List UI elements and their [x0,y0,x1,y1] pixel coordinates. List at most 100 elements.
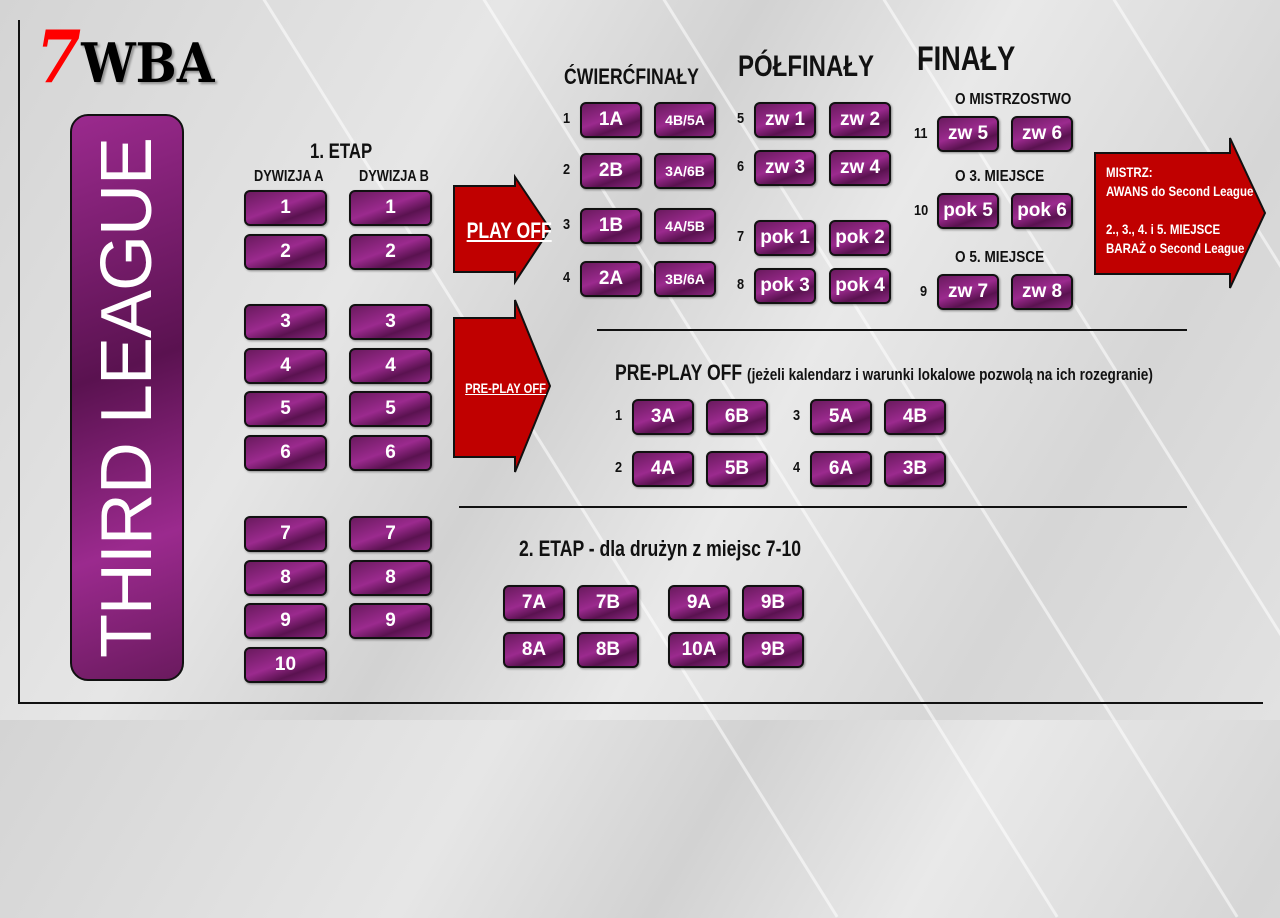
division-a-team: 8 [244,560,327,596]
division-a-team: 4 [244,348,327,384]
division-a-team: 2 [244,234,327,270]
play-off-arrow [453,173,552,286]
arrows-layer [453,137,1267,473]
final-away: zw 6 [1011,116,1073,152]
match-number: 1 [615,407,623,424]
final-away: pok 6 [1011,193,1073,229]
pre-play-off-title: PRE-PLAY OFF (jeżeli kalendarz i warunki… [615,360,1153,386]
division-a-label: DYWIZJA A [254,168,324,185]
match-number: 6 [737,158,745,175]
pre-play-off-away: 5B [706,451,768,487]
stage2-home: 10A [668,632,730,668]
result-line: AWANS do Second League [1106,183,1254,199]
quarterfinal-home: 1A [580,102,642,138]
match-number: 3 [793,407,801,424]
pre-play-off-title-text: PRE-PLAY OFF [615,360,743,385]
result-line: 2., 3., 4. i 5. MIEJSCE [1106,221,1221,237]
match-number: 8 [737,276,745,293]
divider-line [597,329,1187,331]
division-b-team: 5 [349,391,432,427]
division-a-team: 10 [244,647,327,683]
stage2-away: 8B [577,632,639,668]
quarterfinal-home: 2A [580,261,642,297]
pre-play-off-home: 5A [810,399,872,435]
result-line: BARAŻ o Second League [1106,240,1245,256]
division-a-team: 9 [244,603,327,639]
stage2-title: 2. ETAP - dla drużyn z miejsc 7-10 [519,536,802,561]
semifinal-home: pok 3 [754,268,816,304]
division-a-team: 7 [244,516,327,552]
match-number: 1 [563,110,571,127]
play-off-label: PLAY OFF [466,218,552,243]
division-b-team: 1 [349,190,432,226]
division-b-team: 8 [349,560,432,596]
pre-play-off-away: 6B [706,399,768,435]
match-number: 4 [793,459,801,476]
result-line: MISTRZ: [1106,164,1153,180]
match-number: 9 [920,283,928,300]
semifinal-away: pok 4 [829,268,891,304]
pre-play-off-home: 6A [810,451,872,487]
division-b-team: 2 [349,234,432,270]
division-b-team: 3 [349,304,432,340]
stage2-home: 7A [503,585,565,621]
semifinal-away: pok 2 [829,220,891,256]
final-caption: O MISTRZOSTWO [955,91,1072,108]
pre-play-off-away: 4B [884,399,946,435]
final-caption: O 5. MIEJSCE [955,249,1045,266]
quarterfinal-away: 4B/5A [654,102,716,138]
division-a-team: 6 [244,435,327,471]
match-number: 5 [737,110,745,127]
semifinals-title: PÓŁFINAŁY [738,50,874,83]
pre-play-off-label: PRE-PLAY OFF [465,380,547,396]
divider-line [459,506,1187,508]
match-number: 4 [563,269,571,286]
quarterfinal-away: 3A/6B [654,153,716,189]
division-b-team: 9 [349,603,432,639]
pre-play-off-home: 3A [632,399,694,435]
logo: 7WBA [36,14,214,99]
stage2-home: 9A [668,585,730,621]
division-b-team: 7 [349,516,432,552]
quarterfinal-home: 1B [580,208,642,244]
quarterfinal-away: 4A/5B [654,208,716,244]
stage2-home: 8A [503,632,565,668]
division-a-team: 1 [244,190,327,226]
match-number: 11 [914,125,928,142]
match-number: 2 [615,459,623,476]
pre-play-off-arrow [453,299,552,473]
pre-play-off-away: 3B [884,451,946,487]
quarterfinals-title: ĆWIERĆFINAŁY [564,64,699,89]
semifinal-home: zw 1 [754,102,816,138]
division-b-label: DYWIZJA B [359,168,429,185]
result-arrow [1094,137,1267,289]
final-home: zw 7 [937,274,999,310]
semifinal-away: zw 2 [829,102,891,138]
match-number: 7 [737,228,745,245]
frame-bottom-line [18,702,1263,704]
result-text: MISTRZ: AWANS do Second League 2., 3., 4… [1106,163,1253,258]
match-number: 2 [563,161,571,178]
semifinal-away: zw 4 [829,150,891,186]
final-away: zw 8 [1011,274,1073,310]
stage1-title: 1. ETAP [310,140,373,163]
final-home: pok 5 [937,193,999,229]
match-number: 10 [914,202,929,219]
match-number: 3 [563,216,571,233]
final-home: zw 5 [937,116,999,152]
quarterfinal-away: 3B/6A [654,261,716,297]
finals-title: FINAŁY [917,40,1016,78]
quarterfinal-home: 2B [580,153,642,189]
division-a-team: 3 [244,304,327,340]
division-b-team: 6 [349,435,432,471]
logo-text: WBA [81,31,215,95]
division-a-team: 5 [244,391,327,427]
semifinal-home: zw 3 [754,150,816,186]
pre-play-off-home: 4A [632,451,694,487]
league-panel: THIRD LEAGUE [70,114,184,681]
semifinal-home: pok 1 [754,220,816,256]
pre-play-off-note: (jeżeli kalendarz i warunki lokalowe poz… [747,365,1153,384]
stage2-away: 9B [742,585,804,621]
logo-digit: 7 [36,14,82,99]
division-b-team: 4 [349,348,432,384]
